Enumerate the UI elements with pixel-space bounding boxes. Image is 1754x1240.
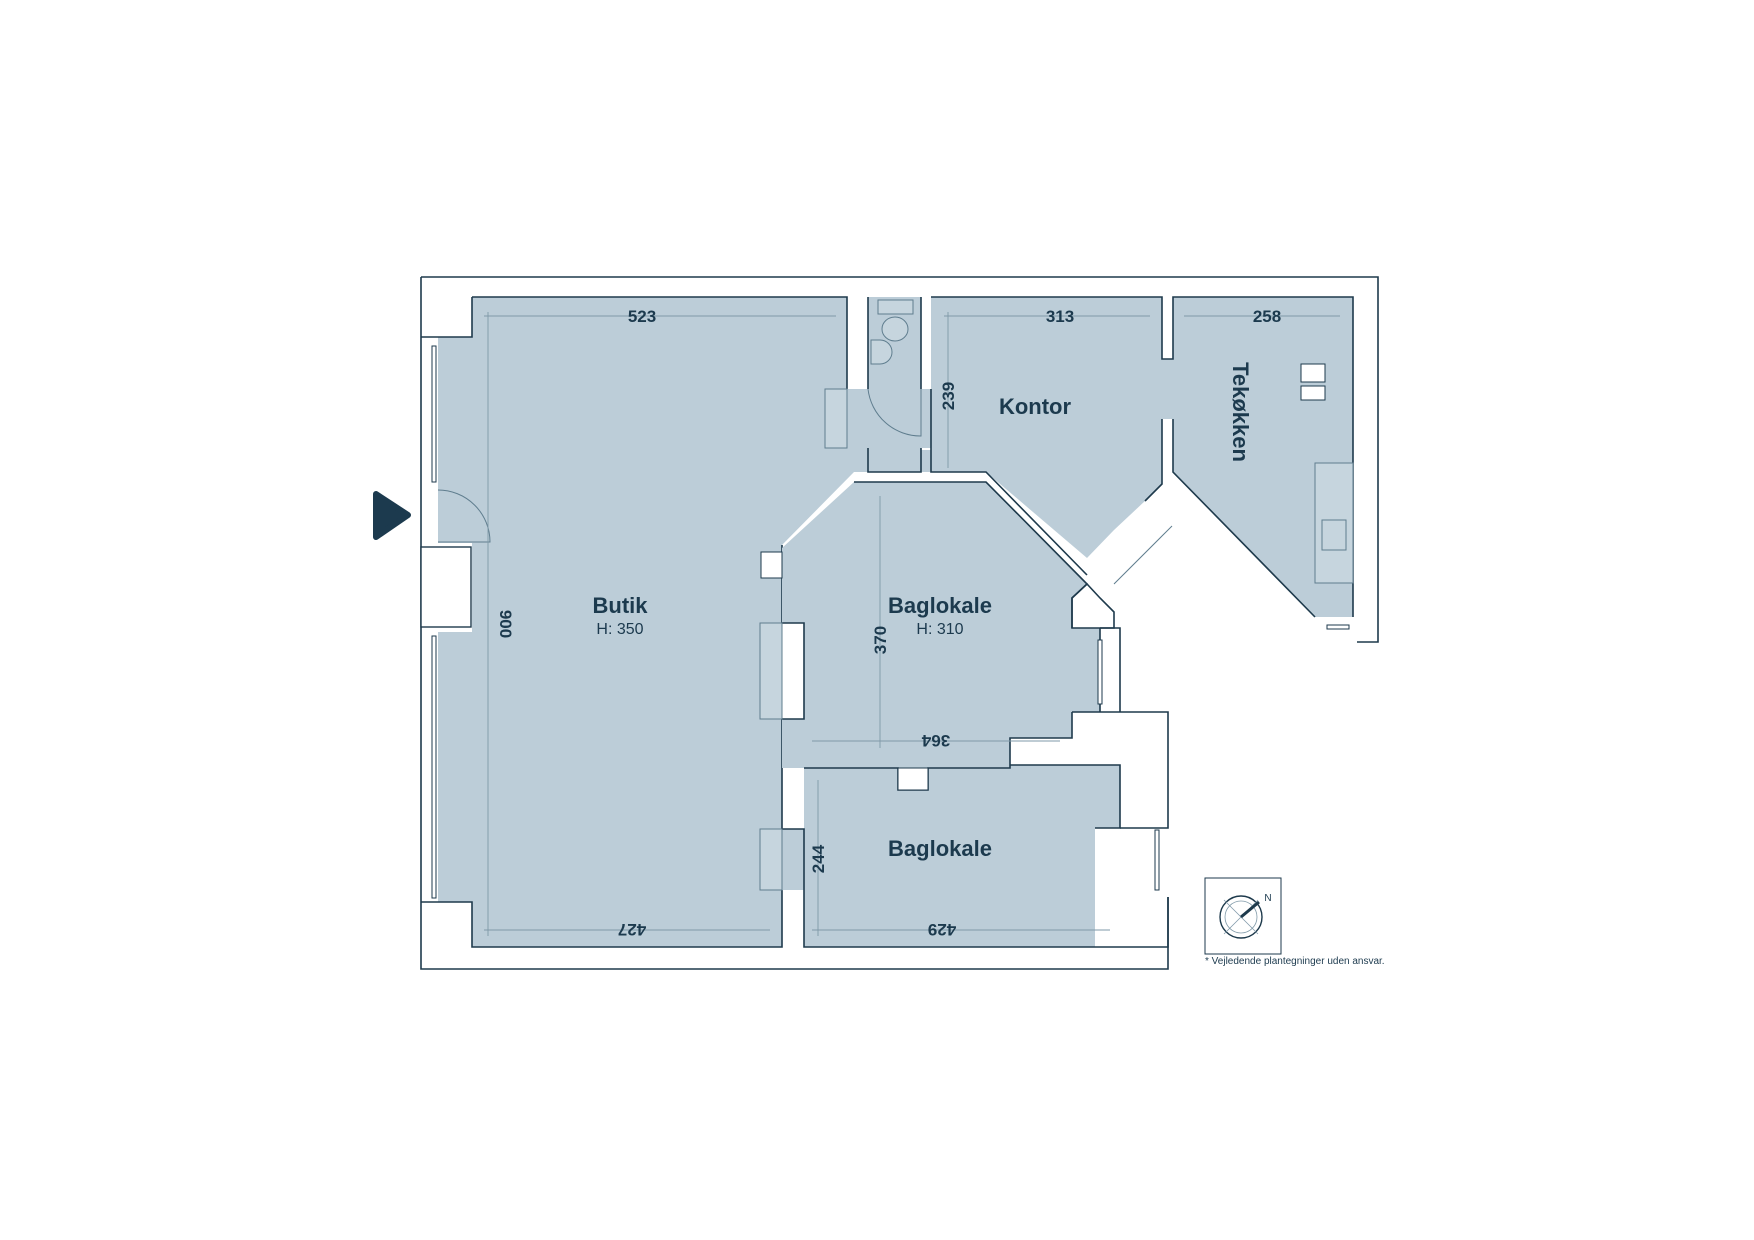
- dim-butik-height: 900: [496, 610, 515, 638]
- window-left-lower: [431, 635, 437, 899]
- wc-basin: [870, 339, 893, 365]
- compass-icon: N: [1204, 877, 1282, 955]
- entrance-arrow-icon: [373, 491, 411, 540]
- disclaimer-text: * Vejledende plantegninger uden ansvar.: [1205, 956, 1385, 967]
- column-left: [760, 551, 783, 579]
- butik-shelf-2: [759, 828, 783, 891]
- dim-baglokale-small-bottom: 429: [928, 920, 956, 939]
- wc-door-swing: [867, 388, 922, 437]
- kontor-door-swing: [1113, 525, 1173, 585]
- dim-tekokken-top: 258: [1253, 307, 1281, 326]
- kontor-wall: [930, 296, 1354, 618]
- entrance-pillar: [420, 546, 472, 628]
- kontor-corner-block: [1071, 582, 1115, 629]
- tekokken-window: [1326, 624, 1350, 630]
- column-center: [897, 767, 929, 791]
- stove-burner-1: [1300, 363, 1326, 383]
- dim-baglokale-vertical: 370: [871, 626, 890, 654]
- room-label-butik: Butik: [593, 593, 649, 618]
- room-butik: [438, 297, 931, 947]
- stove-burner-2: [1300, 385, 1326, 401]
- room-kontor: [931, 297, 1353, 617]
- dim-butik-bottom: 427: [618, 920, 646, 939]
- wc-sink: [824, 388, 848, 449]
- dim-baglokale-small-vertical: 244: [809, 844, 828, 873]
- right-annex-outline: [1072, 627, 1169, 829]
- kitchen-sink: [1321, 519, 1347, 551]
- toilet-bowl: [881, 316, 909, 342]
- room-height-baglokale-main: H: 310: [916, 621, 963, 638]
- butik-shelf-1: [759, 622, 783, 720]
- room-label-baglokale-main: Baglokale: [888, 593, 992, 618]
- dim-baglokale-width: 364: [921, 731, 950, 750]
- dimension-lines: [484, 312, 1340, 936]
- dim-butik-top: 523: [628, 307, 656, 326]
- dim-kontor-side: 239: [939, 382, 958, 410]
- room-height-butik: H: 350: [596, 621, 643, 638]
- window-right-1: [1097, 639, 1103, 705]
- window-left-upper: [431, 345, 437, 483]
- entrance-door-swing: [437, 489, 491, 543]
- room-label-baglokale-small: Baglokale: [888, 836, 992, 861]
- room-baglokale-main: [782, 482, 1120, 947]
- room-label-kontor: Kontor: [999, 394, 1072, 419]
- compass-north-label: N: [1264, 893, 1271, 904]
- toilet-tank: [877, 299, 914, 315]
- wc-wall: [867, 297, 922, 473]
- room-label-tekokken: Tekøkken: [1228, 362, 1253, 462]
- dim-kontor-top: 313: [1046, 307, 1074, 326]
- butik-wall: [421, 296, 848, 948]
- window-right-2: [1154, 829, 1160, 891]
